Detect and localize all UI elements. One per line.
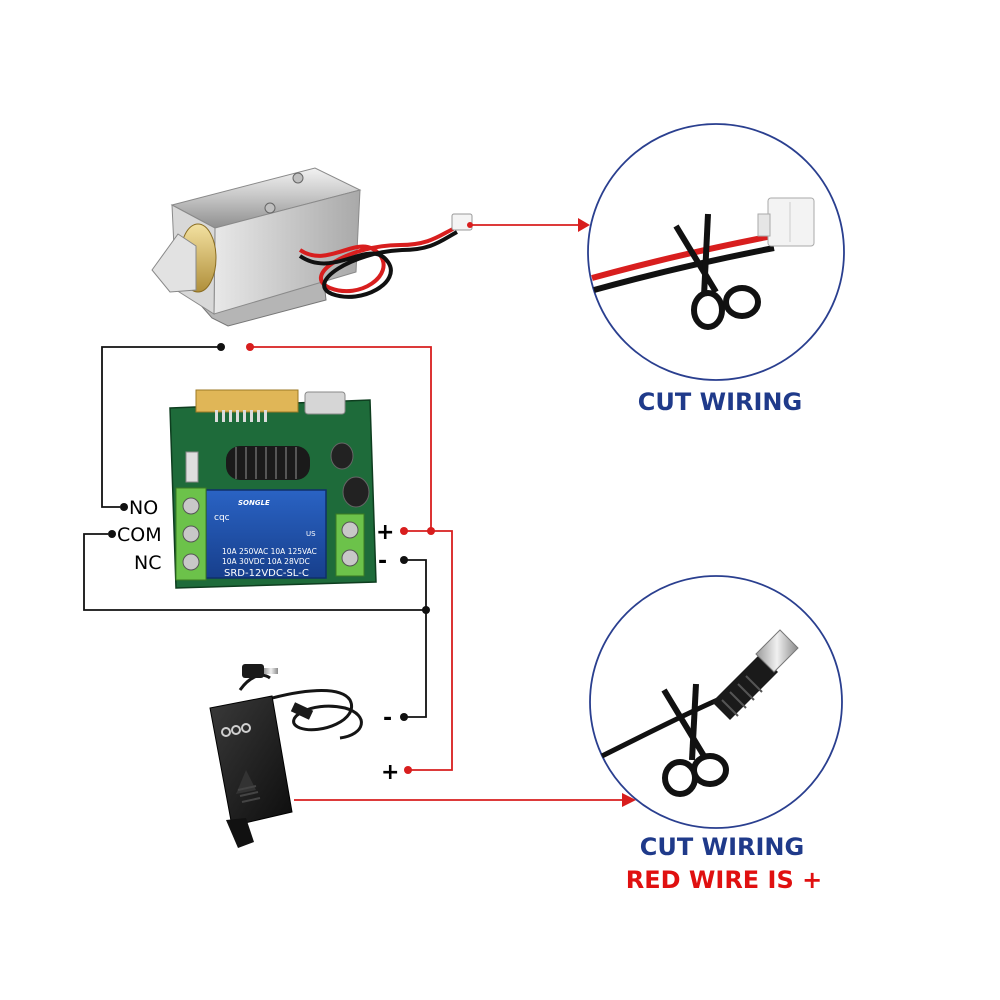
arrowhead-icon bbox=[622, 793, 636, 807]
relay-cert-right: US bbox=[306, 530, 316, 538]
terminal-nc-label: NC bbox=[134, 552, 161, 574]
relay-model: SRD-12VDC-SL-C bbox=[224, 568, 309, 579]
cut-callout-bottom bbox=[589, 575, 843, 829]
adapter-minus-label: - bbox=[383, 706, 392, 731]
relay-cert-left: cqc bbox=[214, 513, 230, 523]
junction-dots bbox=[108, 222, 473, 774]
relay-rating-1: 10A 250VAC 10A 125VAC bbox=[222, 547, 317, 556]
red-wire-note: RED WIRE IS + bbox=[626, 866, 822, 894]
relay-board-icon bbox=[169, 389, 377, 589]
connector-plug-icon bbox=[757, 197, 815, 247]
relay-brand: SONGLE bbox=[238, 499, 270, 507]
terminal-no-label: NO bbox=[129, 497, 158, 519]
adapter-plus-label: + bbox=[381, 760, 399, 785]
cut-wiring-top-label: CUT WIRING bbox=[638, 388, 802, 416]
cut-wiring-bottom-label: CUT WIRING bbox=[640, 833, 804, 861]
solenoid-lock-icon bbox=[151, 167, 473, 327]
scissors-icon bbox=[673, 213, 761, 330]
wiring bbox=[83, 224, 622, 801]
dc-plug-icon bbox=[712, 629, 799, 720]
terminal-com-label: COM bbox=[117, 524, 162, 546]
cut-callout-top bbox=[587, 123, 845, 381]
relay-rating-2: 10A 30VDC 10A 28VDC bbox=[222, 557, 310, 566]
arrowhead-icon bbox=[578, 218, 590, 232]
scissors-icon bbox=[661, 683, 729, 797]
power-adapter-icon bbox=[209, 664, 363, 848]
board-plus-label: + bbox=[376, 520, 394, 545]
board-minus-label: - bbox=[378, 549, 387, 574]
